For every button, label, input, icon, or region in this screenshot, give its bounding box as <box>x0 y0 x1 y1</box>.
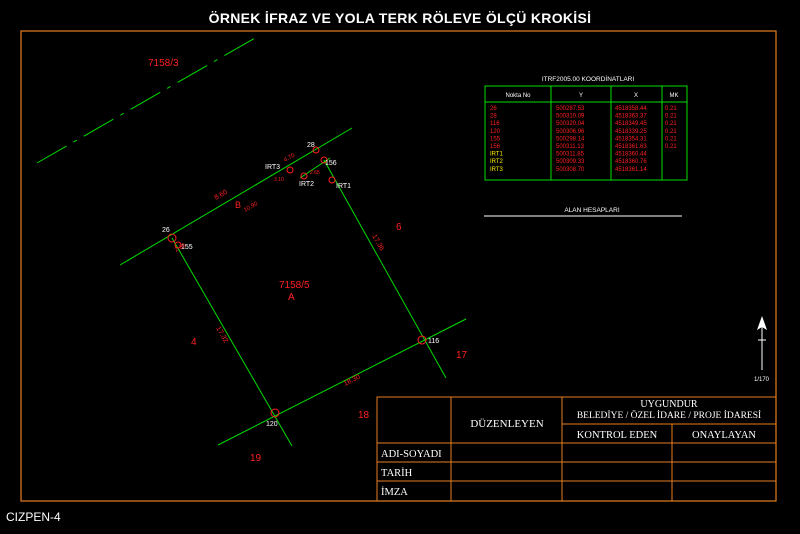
parcel-label-top-left: 7158/3 <box>148 58 179 69</box>
dimension-road-width: 10.90 <box>243 201 260 214</box>
coordinate-table-title: ITRF2005.00 KOORDİNATLARI <box>542 74 635 83</box>
dimension-bottom-side: 18.30 <box>343 374 362 388</box>
dimension-small-c: 2.65 <box>310 170 320 176</box>
point-label-156: 156 <box>325 160 337 167</box>
point-marker-irt1 <box>328 176 336 184</box>
parcel-label-4: 4 <box>191 337 197 348</box>
point-marker-155 <box>174 241 182 249</box>
scale-label: 1/170 <box>754 377 770 383</box>
table-cell: IRT2 <box>490 159 504 165</box>
table-cell: 28 <box>490 114 497 120</box>
table-cell: 500287.53 <box>556 106 585 112</box>
table-cell: 500311.85 <box>556 152 585 158</box>
point-marker-156 <box>320 156 328 164</box>
offset-line <box>299 157 331 179</box>
road-boundary-top <box>119 127 353 266</box>
coordinate-table-border <box>484 85 688 181</box>
table-cell: 0.21 <box>665 136 677 142</box>
table-cell: 0.21 <box>665 129 677 135</box>
table-cell: 500298.14 <box>556 136 585 142</box>
title-block-onaylayan: ONAYLAYAN <box>692 430 756 441</box>
table-cell: 0.21 <box>665 144 677 150</box>
point-label-120: 120 <box>266 421 278 428</box>
table-cell: 4518360.44 <box>615 152 647 158</box>
parcel-label-17: 17 <box>456 350 468 361</box>
table-cell: 4518339.25 <box>615 129 647 135</box>
table-cell: 4518354.31 <box>615 136 647 142</box>
dimension-top-side: 8.60 <box>214 189 229 202</box>
area-calculation-title: ALAN HESAPLARI <box>564 207 619 214</box>
table-cell: 155 <box>490 136 501 142</box>
table-cell: 4518349.45 <box>615 121 647 127</box>
point-marker-irt3 <box>286 166 294 174</box>
parcel-label-6: 6 <box>396 222 402 233</box>
parcel-label-center: 7158/5 <box>279 280 310 291</box>
table-cell: 120 <box>490 129 501 135</box>
table-cell: 26 <box>490 106 497 112</box>
drawing-code-label: CIZPEN-4 <box>6 510 61 524</box>
table-cell: 0.21 <box>665 121 677 127</box>
drawing-title: ÖRNEK İFRAZ VE YOLA TERK RÖLEVE ÖLÇÜ KRO… <box>208 10 592 26</box>
title-block-adi-soyadi: ADI-SOYADI <box>381 449 442 460</box>
table-cell: 4518363.37 <box>615 114 647 120</box>
dimension-right-side: 17.36 <box>370 234 385 253</box>
parcel-label-19: 19 <box>250 453 262 464</box>
table-cell: IRT1 <box>490 152 504 158</box>
table-cell: 116 <box>490 121 500 127</box>
point-label-28: 28 <box>307 142 315 149</box>
title-block-tarih: TARİH <box>381 467 413 479</box>
point-marker-28 <box>312 146 320 154</box>
point-marker-26 <box>167 233 177 243</box>
point-label-116: 116 <box>428 338 439 345</box>
table-cell: 4518358.44 <box>615 106 647 112</box>
point-marker-116 <box>417 335 427 345</box>
point-label-irt1: IRT1 <box>336 183 351 190</box>
table-cell: 0.21 <box>665 106 677 112</box>
parcel-label-18: 18 <box>358 410 370 421</box>
dimension-small-a: 4.70 <box>283 152 297 163</box>
table-cell: 4518360.76 <box>615 159 647 165</box>
parcel-letter-a: A <box>288 292 295 303</box>
table-cell: IRT3 <box>490 167 504 173</box>
point-label-irt3: IRT3 <box>265 164 280 171</box>
point-label-26: 26 <box>162 227 170 234</box>
parcel-right-side <box>323 159 447 379</box>
north-arrow-icon <box>757 316 767 370</box>
title-block-uygundur: UYGUNDUR <box>640 399 698 410</box>
table-cell: 4518361.63 <box>615 144 647 150</box>
table-cell: 500310.09 <box>556 114 585 120</box>
title-block-imza: İMZA <box>381 486 408 498</box>
table-rows: 26 500287.53 4518358.44 0.21 28 500310.09 4518… <box>490 106 677 173</box>
table-header-y: Y <box>579 93 583 99</box>
table-header-x: X <box>634 93 638 99</box>
table-cell: 500309.33 <box>556 159 585 165</box>
table-cell: 4518361.14 <box>615 167 647 173</box>
table-cell: 500320.04 <box>556 121 585 127</box>
parcel-letter-b: B <box>235 200 241 210</box>
title-block: DÜZENLEYEN UYGUNDUR BELEDİYE / ÖZEL İDAR… <box>376 396 777 502</box>
title-block-institutions: BELEDİYE / ÖZEL İDARE / PROJE İDARESİ <box>577 409 761 421</box>
table-cell: 500308.70 <box>556 167 585 173</box>
point-marker-120 <box>270 408 280 418</box>
table-header-mk: MK <box>670 93 679 99</box>
dashed-boundary-line <box>36 37 256 164</box>
parcel-left-side <box>171 237 293 447</box>
title-block-kontrol-eden: KONTROL EDEN <box>577 430 658 441</box>
dimension-small-b: 3.10 <box>274 177 284 183</box>
dimension-small-d: 2.35 <box>174 242 188 253</box>
point-label-155: 155 <box>181 244 193 251</box>
table-cell: 500306.96 <box>556 129 585 135</box>
title-block-duzenleyen: DÜZENLEYEN <box>470 418 543 430</box>
coordinate-table: ITRF2005.00 KOORDİNATLARI Nokta No Y X M… <box>484 74 688 181</box>
point-label-irt2: IRT2 <box>299 181 314 188</box>
table-cell: 156 <box>490 144 501 150</box>
dimension-left-side: 17.32 <box>214 326 229 345</box>
table-header-nokta: Nokta No <box>505 93 531 99</box>
point-marker-irt2 <box>300 172 308 180</box>
table-cell: 0.21 <box>665 114 677 120</box>
table-cell: 500311.13 <box>556 144 585 150</box>
